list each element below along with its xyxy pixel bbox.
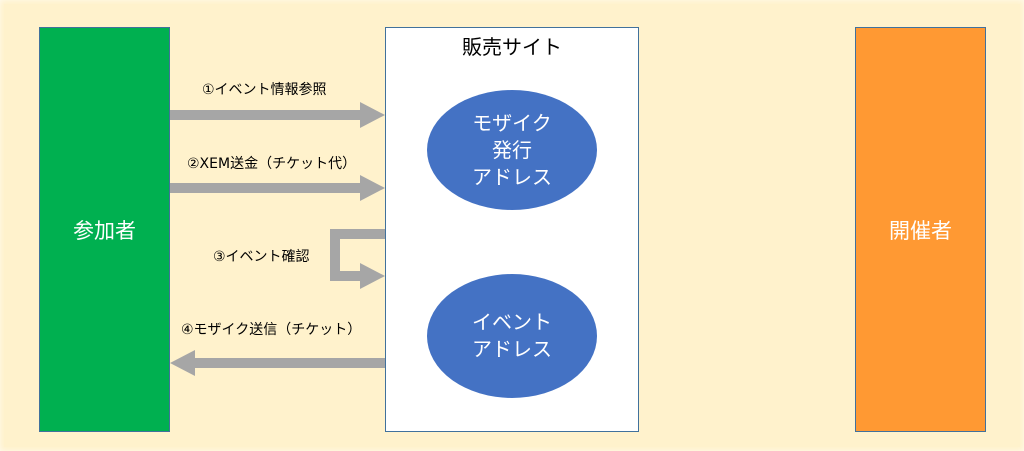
- step2-label: ②XEM送金（チケット代）: [187, 156, 357, 172]
- mosaic-address-line: アドレス: [472, 164, 552, 189]
- mosaic-address-ellipse: モザイク 発行 アドレス: [427, 90, 597, 210]
- step4-label: ④モザイク送信（チケット）: [181, 322, 362, 338]
- step3-loop-arrow: [330, 229, 385, 289]
- participant-box: 参加者: [39, 27, 170, 432]
- step2-arrow: [170, 175, 385, 201]
- mosaic-address-line: モザイク: [472, 110, 552, 135]
- event-address-line: アドレス: [472, 337, 552, 361]
- organizer-box: 開催者: [855, 27, 986, 432]
- step3-label: ③イベント確認: [213, 249, 310, 265]
- mosaic-address-line: 発行: [492, 137, 532, 162]
- organizer-label: 開催者: [889, 218, 952, 243]
- sales-site-title: 販売サイト: [462, 35, 562, 59]
- step1-label: ①イベント情報参照: [202, 82, 327, 98]
- participant-label: 参加者: [73, 218, 136, 243]
- step1-arrow: [170, 102, 385, 128]
- event-address-ellipse: イベント アドレス: [427, 274, 597, 398]
- event-address-line: イベント: [472, 310, 552, 334]
- step4-arrow: [170, 350, 385, 376]
